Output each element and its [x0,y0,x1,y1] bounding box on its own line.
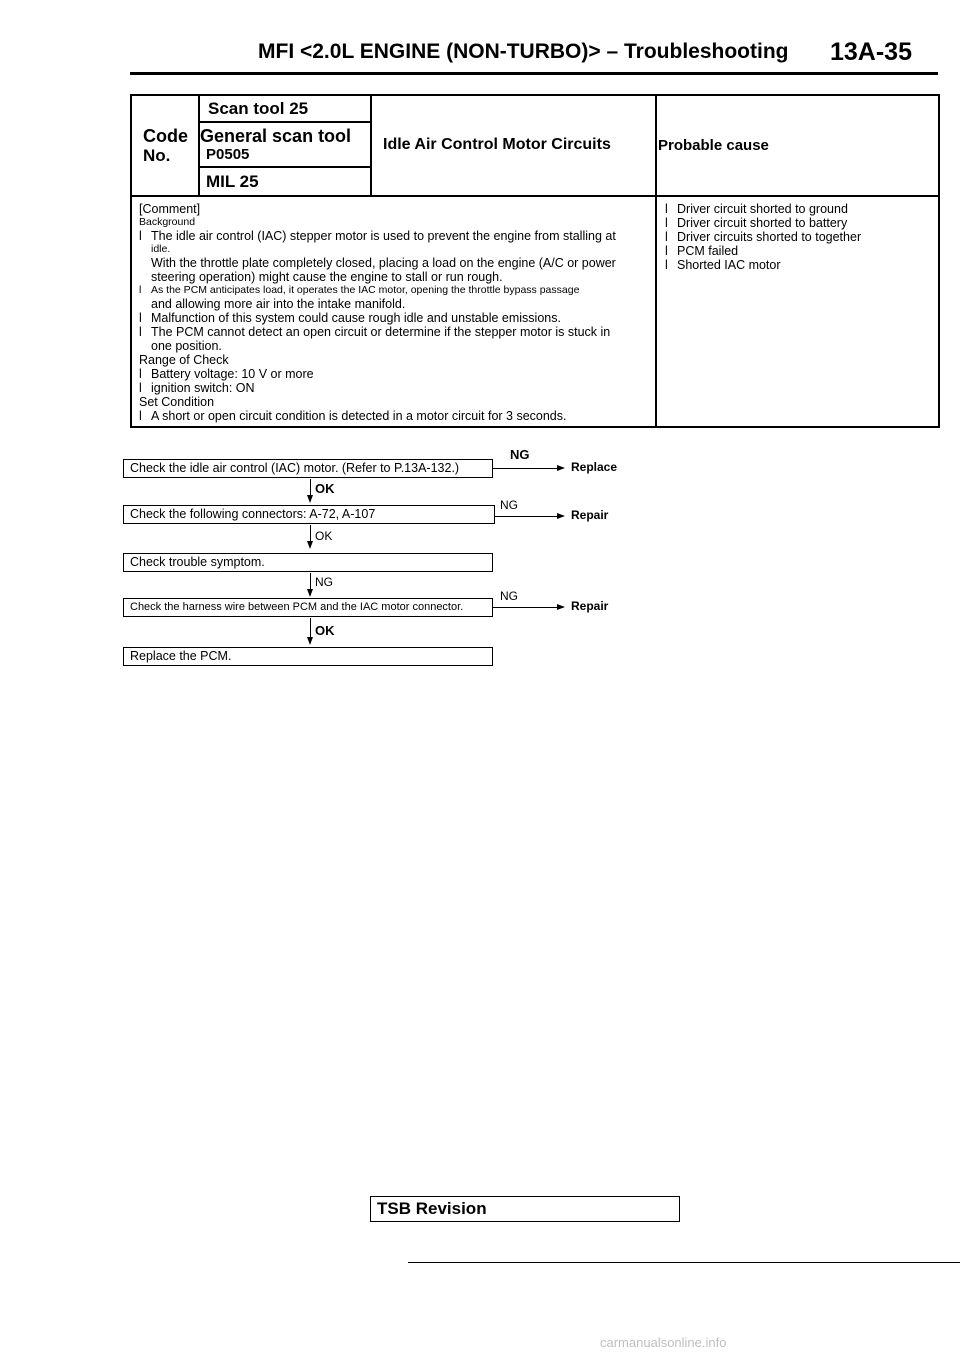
flow-arrow-ok-2 [307,525,313,549]
bullet-icon: l [139,409,142,423]
general-scan-tool-label: General scan tool [200,126,352,146]
code-label: Code [143,126,188,146]
comment-line: Background [139,216,649,229]
col-divider-2 [370,94,372,196]
probable-cause-text: Shorted IAC motor [677,258,781,272]
row-divider-scan [198,121,372,123]
page-header-title: MFI <2.0L ENGINE (NON-TURBO)> – Troubles… [258,40,789,63]
comment-line: idle. [139,243,649,256]
general-scan-tool-code: P0505 [206,146,250,163]
comment-line-text: steering operation) might cause the engi… [151,270,503,284]
flow-ng-label-3: NG [315,575,333,589]
flow-result-repair-1: Repair [571,508,609,522]
flow-arrow-ng-2 [495,513,565,519]
flow-ng-label-1: NG [510,447,530,462]
col-divider-1 [198,94,200,196]
comment-line-text: and allowing more air into the intake ma… [151,297,406,311]
flow-step-check-connectors: Check the following connectors: A-72, A-… [123,505,495,524]
flow-arrow-ok-1 [307,479,313,503]
flow-ok-label-1: OK [315,481,335,496]
flow-ok-label-2: OK [315,529,333,543]
probable-cause-item: l Driver circuit shorted to battery [665,216,861,230]
bullet-icon: l [139,311,142,325]
comment-line: l Malfunction of this system could cause … [139,311,649,325]
probable-cause-text: PCM failed [677,244,739,258]
bullet-icon: l [139,284,142,296]
probable-cause-text: Driver circuits shorted to together [677,230,862,244]
comment-line: Set Condition [139,395,649,409]
bullet-icon: l [665,258,668,272]
header-rule [130,72,938,75]
flow-result-replace: Replace [571,460,618,474]
probable-cause-item: l Driver circuits shorted to together [665,230,861,244]
comment-line-text: [Comment] [139,202,201,216]
flow-ok-label-4: OK [315,623,335,638]
comment-line-text: Malfunction of this system could cause r… [151,311,561,325]
bullet-icon: l [139,367,142,381]
comment-line: l The idle air control (IAC) stepper moto… [139,229,649,243]
probable-cause-text: Driver circuit shorted to ground [677,202,848,216]
comment-line: l ignition switch: ON [139,381,649,395]
flow-arrow-ng-3 [307,573,313,597]
comment-line: l Battery voltage: 10 V or more [139,367,649,381]
footer-rule [408,1262,960,1263]
bullet-icon: l [665,230,668,244]
comment-line: l A short or open circuit condition is de… [139,409,649,423]
comment-line-text: Set Condition [139,395,215,409]
flow-ng-label-4: NG [500,589,518,603]
flow-step-check-symptom: Check trouble symptom. [123,553,493,572]
flow-step-check-harness: Check the harness wire between PCM and t… [123,598,493,617]
no-label: No. [143,146,171,165]
comment-line: l As the PCM anticipates load, it operate… [139,284,649,297]
bullet-icon: l [665,216,668,230]
comment-line-text: As the PCM anticipates load, it operates… [151,284,580,296]
probable-cause-item: l Driver circuit shorted to ground [665,202,861,216]
comment-line: one position. [139,339,649,353]
flow-arrow-ok-4 [307,618,313,645]
col-divider-3 [655,94,657,428]
row-divider-header [130,195,940,197]
bullet-icon: l [139,229,142,243]
tsb-revision-box: TSB Revision [370,1196,680,1222]
watermark: carmanualsonline.info [600,1335,727,1350]
comment-line-text: Background [139,216,196,228]
probable-cause-heading: Probable cause [658,137,769,154]
flow-result-repair-2: Repair [571,599,609,613]
comment-line: Range of Check [139,353,649,367]
flow-ng-label-2: NG [500,498,518,512]
comment-line-text: Battery voltage: 10 V or more [151,367,314,381]
comment-line: and allowing more air into the intake ma… [139,297,649,311]
bullet-icon: l [139,381,142,395]
flow-step-check-iac-motor: Check the idle air control (IAC) motor. … [123,459,493,478]
bullet-icon: l [139,325,142,339]
probable-cause-item: l PCM failed [665,244,861,258]
row-divider-mil [198,166,372,168]
comment-line: With the throttle plate completely close… [139,256,649,270]
comment-line-text: ignition switch: ON [151,381,255,395]
bullet-icon: l [665,244,668,258]
comment-line: [Comment] [139,202,649,216]
comment-line: steering operation) might cause the engi… [139,270,649,284]
flow-arrow-ng-4 [493,604,565,610]
page-number: 13A-35 [830,38,912,66]
scan-tool-code: Scan tool 25 [208,99,309,118]
comment-line-text: The PCM cannot detect an open circuit or… [151,325,611,339]
comment-line-text: Range of Check [139,353,229,367]
circuit-title: Idle Air Control Motor Circuits [383,136,611,153]
comment-line: l The PCM cannot detect an open circuit o… [139,325,649,339]
comment-line-text: With the throttle plate completely close… [151,256,616,270]
code-table [130,94,940,428]
comment-line-text: A short or open circuit condition is det… [151,409,567,423]
comment-line-text: one position. [151,339,222,353]
probable-cause-text: Driver circuit shorted to battery [677,216,848,230]
mil-code: MIL 25 [206,172,259,191]
bullet-icon: l [665,202,668,216]
probable-cause-item: l Shorted IAC motor [665,258,861,272]
comment-line-text: The idle air control (IAC) stepper motor… [151,229,616,243]
flow-arrow-ng-1 [493,465,565,471]
flow-step-replace-pcm: Replace the PCM. [123,647,493,666]
comment-line-text: idle. [151,243,171,255]
